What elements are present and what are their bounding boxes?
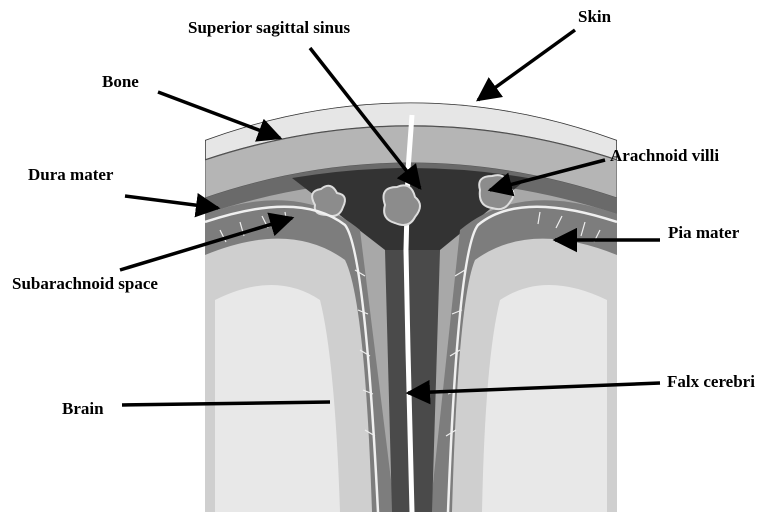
right-brain-highlight xyxy=(482,285,607,512)
label-falx-cerebri: Falx cerebri xyxy=(667,372,755,391)
pointer-bone xyxy=(158,92,280,138)
label-arachnoid-villi: Arachnoid villi xyxy=(610,146,719,165)
pointer-dura-mater xyxy=(125,196,218,208)
pointer-skin xyxy=(478,30,575,100)
label-superior-sagittal-sinus: Superior sagittal sinus xyxy=(188,18,351,37)
label-subarachnoid-space: Subarachnoid space xyxy=(12,274,158,293)
label-brain: Brain xyxy=(62,399,104,418)
label-skin: Skin xyxy=(578,7,612,26)
label-bone: Bone xyxy=(102,72,139,91)
label-pia-mater: Pia mater xyxy=(668,223,740,242)
anatomy-illustration xyxy=(205,60,617,512)
left-brain-highlight xyxy=(215,285,340,512)
label-dura-mater: Dura mater xyxy=(28,165,114,184)
